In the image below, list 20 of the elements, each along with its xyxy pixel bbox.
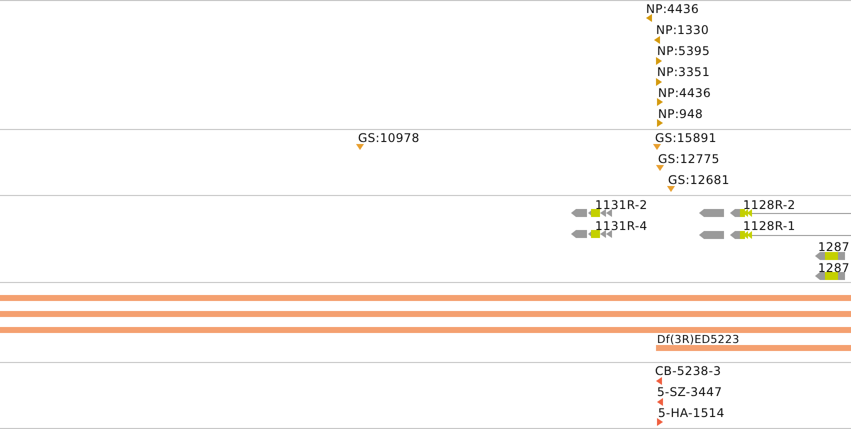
feature-label: 5-HA-1514 [658,406,725,420]
feature-label: 1287 [818,261,850,275]
feature-label: NP:3351 [657,65,710,79]
feature-label: 1128R-2 [743,198,796,212]
feature-label: NP:4436 [658,86,711,100]
feature-label: NP:948 [658,107,703,121]
feature-label: GS:15891 [655,131,717,145]
feature-label: 5-SZ-3447 [657,385,722,399]
feature-label: GS:10978 [358,131,420,145]
feature-label: CB-5238-3 [655,364,722,378]
feature-label: GS:12681 [668,173,730,187]
feature-label: 1128R-1 [743,219,796,233]
feature-label: 1131R-4 [595,219,648,233]
feature-label: 1287 [818,240,850,254]
feature-label: 1131R-2 [595,198,648,212]
feature-label: Df(3R)ED5223 [657,334,740,345]
feature-label: NP:5395 [657,44,710,58]
feature-label: NP:4436 [646,2,699,16]
feature-label: NP:1330 [656,23,709,37]
feature-label: GS:12775 [658,152,720,166]
